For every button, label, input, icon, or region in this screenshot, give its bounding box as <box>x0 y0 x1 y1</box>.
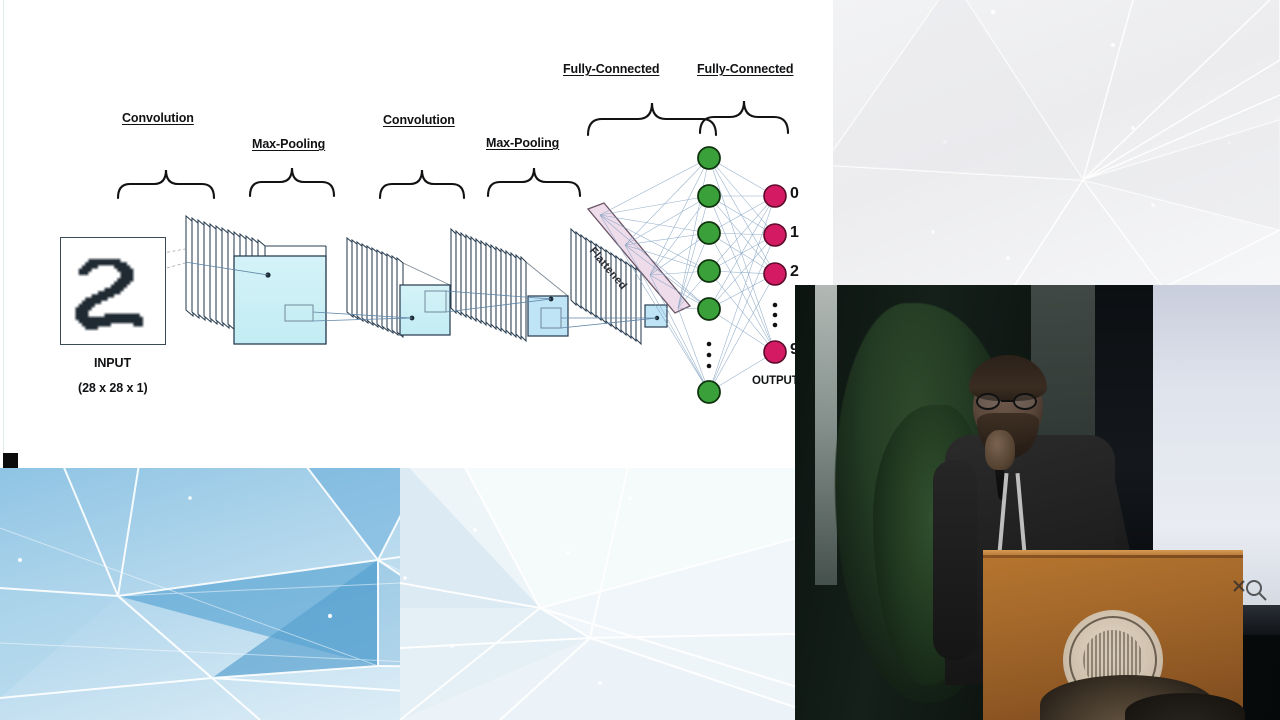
label-fully-connected-2: Fully-Connected <box>697 62 794 76</box>
glasses-icon <box>975 393 1041 410</box>
label-max-pooling-1: Max-Pooling <box>252 137 326 151</box>
output-class-2: 2 <box>790 263 799 280</box>
background-bottom-right-polygon <box>400 468 833 720</box>
diagram-vector-art <box>116 100 790 404</box>
output-class-9: 9 <box>790 341 799 359</box>
video-podium-top <box>983 550 1243 559</box>
label-convolution-2: Convolution <box>383 113 455 127</box>
background-top-right-polygon <box>833 0 1280 288</box>
label-output: OUTPUT <box>752 375 799 387</box>
video-speaker-left-arm <box>933 460 977 660</box>
cnn-architecture-diagram: Convolution Max-Pooling Convolution Max-… <box>0 0 833 468</box>
video-scene <box>795 285 1280 720</box>
label-convolution-1: Convolution <box>122 111 194 125</box>
label-input-dimensions: (28 x 28 x 1) <box>78 381 148 395</box>
video-audience-head-2 <box>1125 693 1245 720</box>
label-fully-connected-1: Fully-Connected <box>563 62 660 76</box>
video-window-strip <box>815 285 837 585</box>
presentation-slide: Convolution Max-Pooling Convolution Max-… <box>0 0 833 468</box>
input-digit-canvas <box>69 246 159 336</box>
output-layer-nodes <box>763 184 787 364</box>
search-icon <box>1233 580 1267 601</box>
slide-corner-marker <box>3 453 18 468</box>
output-class-1: 1 <box>790 224 799 241</box>
output-class-0: 0 <box>790 185 799 202</box>
label-input: INPUT <box>94 356 132 370</box>
speaker-video-feed[interactable] <box>795 285 1280 720</box>
label-max-pooling-2: Max-Pooling <box>486 136 560 150</box>
video-speaker-hand <box>985 430 1015 470</box>
hidden-layer-nodes <box>697 146 721 404</box>
slide-left-rule <box>3 0 4 468</box>
input-image-box <box>60 237 166 345</box>
